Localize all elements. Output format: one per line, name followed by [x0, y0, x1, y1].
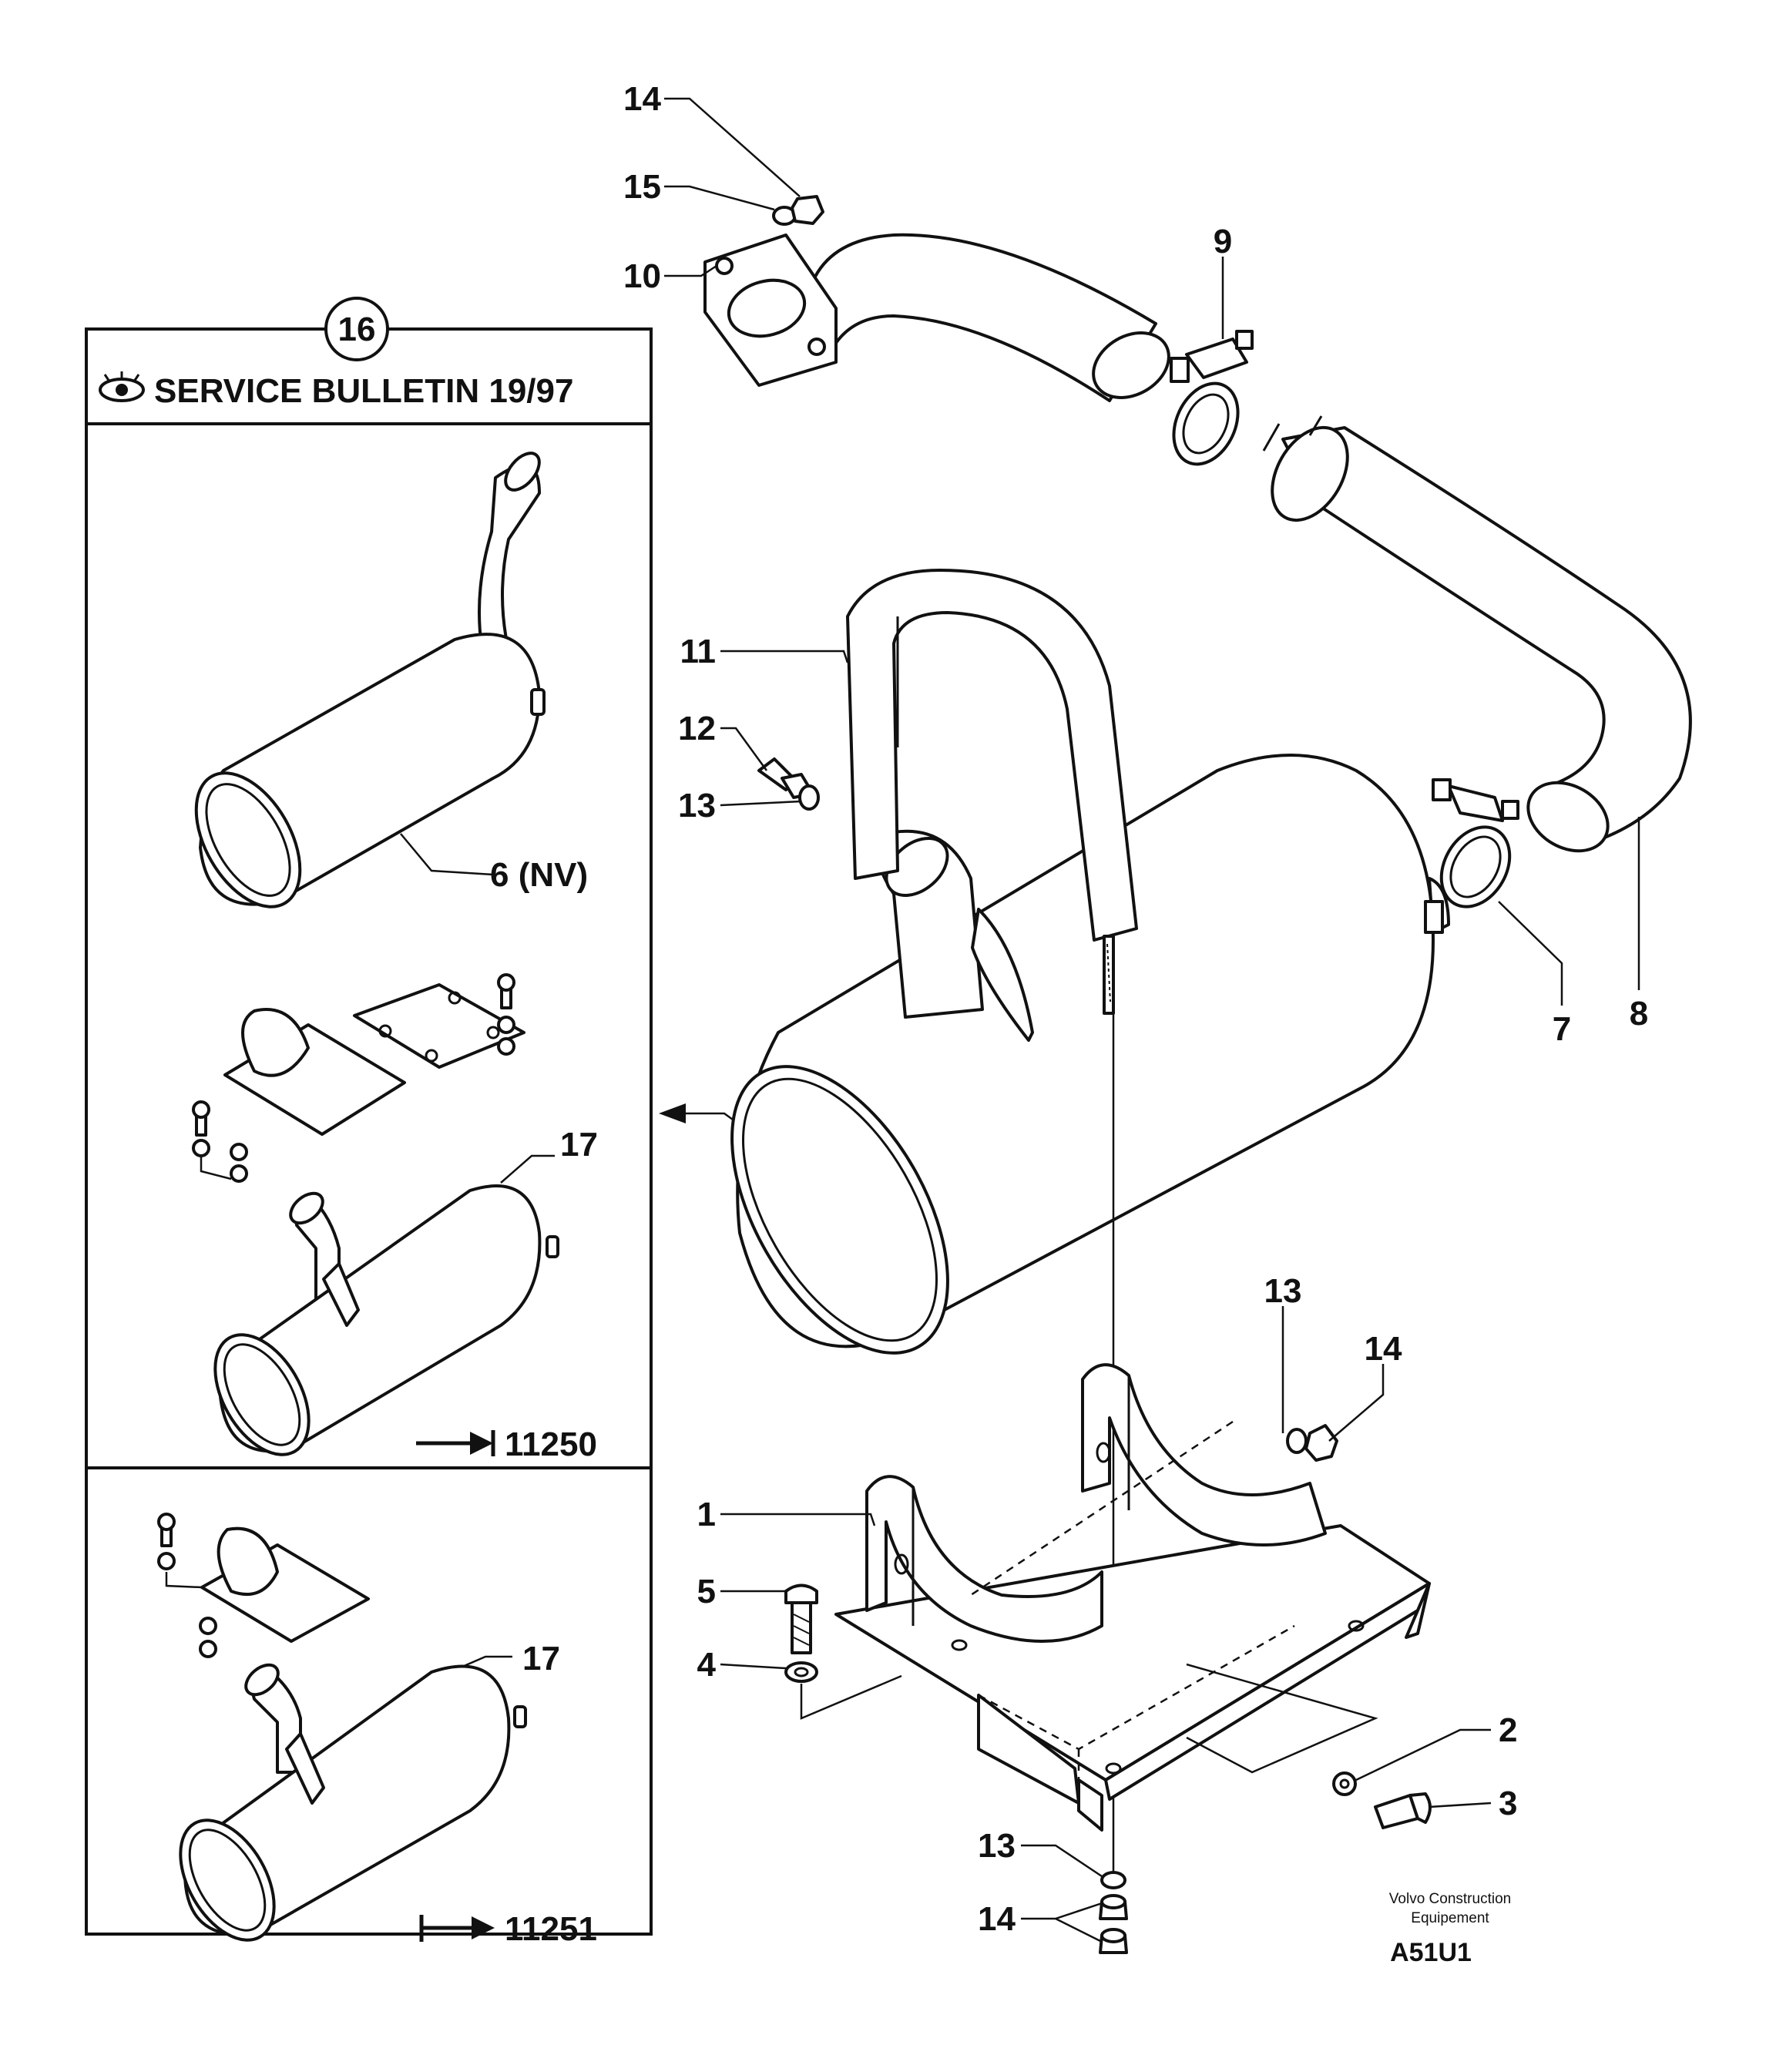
adapter-kit-top-drawing [192, 973, 525, 1183]
exhaust-pipe-10 [703, 233, 1170, 402]
nut-14-right [1304, 1424, 1338, 1462]
bolt-5 [784, 1583, 818, 1654]
maker-line1: Volvo Construction [1389, 1891, 1511, 1907]
callout-10: 10 [623, 257, 661, 295]
nut-14-bottom-a [1099, 1894, 1128, 1920]
callout-12: 12 [678, 710, 716, 747]
callout-2: 2 [1499, 1711, 1517, 1749]
muffler-nv-drawing [194, 452, 546, 908]
callout-5: 5 [697, 1573, 716, 1610]
label-17-lower: 17 [522, 1640, 560, 1677]
callout-14-top: 14 [623, 80, 661, 118]
callout-14-bottom: 14 [978, 1900, 1016, 1938]
washer-13-bottom [1100, 1871, 1126, 1889]
callout-14-right: 14 [1365, 1330, 1402, 1368]
leader-lines [664, 97, 1640, 1943]
callout-13-upper: 13 [678, 787, 716, 824]
callout-15: 15 [623, 168, 661, 206]
callout-3: 3 [1499, 1785, 1517, 1822]
ref-11251: 11251 [505, 1910, 597, 1948]
exhaust-pipe-8 [1262, 415, 1692, 853]
washer-4 [784, 1661, 902, 1720]
eye-icon [99, 371, 145, 402]
callout-13-bottom: 13 [978, 1827, 1016, 1865]
footer: Volvo Construction Equipement A51U1 [1389, 1891, 1511, 1967]
diagram-code: A51U1 [1390, 1938, 1472, 1967]
service-bulletin-panel: 16 SERVICE BULLETIN 19/97 6 (NV) [85, 297, 653, 1948]
nut-14-top [791, 195, 824, 225]
arrow-icon [419, 1915, 495, 1942]
adapter-kit-bottom-drawing [157, 1513, 370, 1658]
muffler-17-lower-drawing [179, 1663, 527, 1942]
callout-11: 11 [680, 633, 716, 670]
muffler-17-upper-drawing [213, 1184, 559, 1456]
callout-7: 7 [1553, 1010, 1571, 1048]
callout-8: 8 [1630, 995, 1648, 1033]
washer-2 [1332, 1771, 1357, 1796]
clamp-9 [1170, 330, 1254, 466]
callout-9: 9 [1214, 223, 1232, 260]
svg-text:16: 16 [338, 311, 376, 348]
washer-13-right [1286, 1428, 1308, 1454]
callout-13-right: 13 [1264, 1272, 1302, 1310]
nut-14-bottom-b [1099, 1928, 1128, 1954]
bulletin-badge: 16 [324, 297, 389, 361]
callout-labels: 14 15 10 9 11 12 13 7 8 13 14 1 5 4 2 3 … [623, 80, 1648, 1938]
callout-4: 4 [697, 1646, 717, 1684]
bolt-3 [1374, 1792, 1432, 1829]
callout-1: 1 [697, 1496, 716, 1533]
ref-11250: 11250 [505, 1426, 597, 1463]
strap-11 [846, 569, 1138, 1015]
muffler-main [730, 754, 1450, 1355]
clamp-7 [1432, 778, 1519, 908]
maker-line2: Equipement [1411, 1910, 1489, 1926]
arrow-icon [416, 1430, 495, 1456]
bulletin-title: SERVICE BULLETIN 19/97 [154, 372, 573, 410]
bracket-1 [834, 1363, 1431, 1832]
label-6-nv: 6 (NV) [490, 856, 588, 894]
washer-13-upper [798, 784, 820, 811]
label-17-upper: 17 [560, 1126, 598, 1164]
